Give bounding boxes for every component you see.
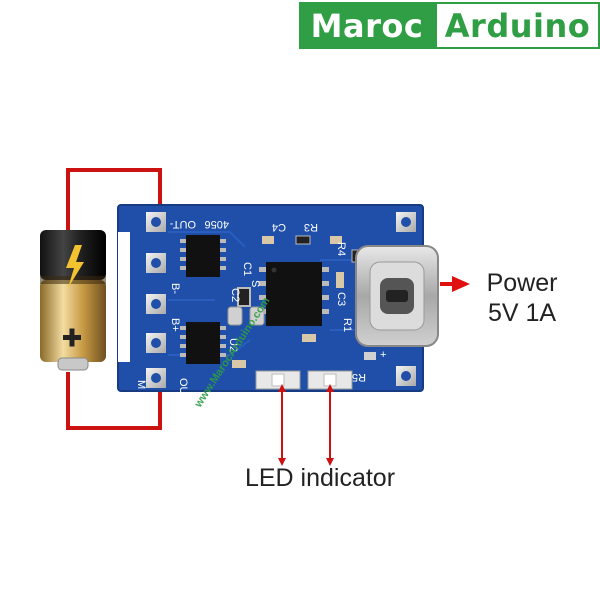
r4-label: R4 [335,242,347,256]
mounting-pads-right [396,212,416,386]
out-minus-label: OUT- [169,218,196,230]
solder-pads-left [146,212,166,388]
battery-wires [66,168,162,430]
protection-ic-bottom [180,322,226,364]
c3-label: C3 [335,292,347,306]
lightning-icon [66,245,84,288]
usb-c-connector [355,245,439,347]
plus-label: + [380,349,386,361]
power-label-line1: Power [486,269,558,297]
led-indicator-label: LED indicator [244,464,396,492]
silkscreen: 4056 OUT- OUT+ B- B+ M C4 R3 R4 C1 C2 C3… [135,218,386,408]
logo-arduino: Arduino [435,2,600,49]
r3-label: R3 [304,221,318,233]
r5-label: R5 [352,371,366,383]
power-arrow [440,276,470,292]
out-plus-label: OUT+ [177,378,189,408]
smd-components [227,235,376,368]
wire-negative [66,372,162,430]
led-indicators [255,370,353,390]
ic-name-label: 4056 [205,218,229,230]
plus-icon [63,328,81,347]
wire-positive [66,168,162,232]
tp4056-board: 4056 OUT- OUT+ B- B+ M C4 R3 R4 C1 C2 C3… [117,204,439,410]
power-label-line2: 5V 1A [487,299,557,327]
r1-label: R1 [341,318,353,332]
pad-m-label: M [135,380,147,389]
b-plus-label: B+ [169,318,181,332]
s-label: S [249,280,261,287]
led-arrows [278,384,334,466]
dual-mosfet-ic-top [180,235,226,277]
brand-logo: Maroc Arduino [299,2,600,49]
b-minus-label: B- [169,283,181,294]
c1-label: C1 [241,262,253,276]
c4-label: C4 [272,221,286,233]
u2-label: U2 [227,338,239,352]
c2-label: C2 [229,288,241,302]
logo-maroc: Maroc [299,2,435,49]
power-label: Power 5V 1A [472,268,572,328]
tp4056-chip [259,262,329,326]
battery-cell [40,230,106,371]
